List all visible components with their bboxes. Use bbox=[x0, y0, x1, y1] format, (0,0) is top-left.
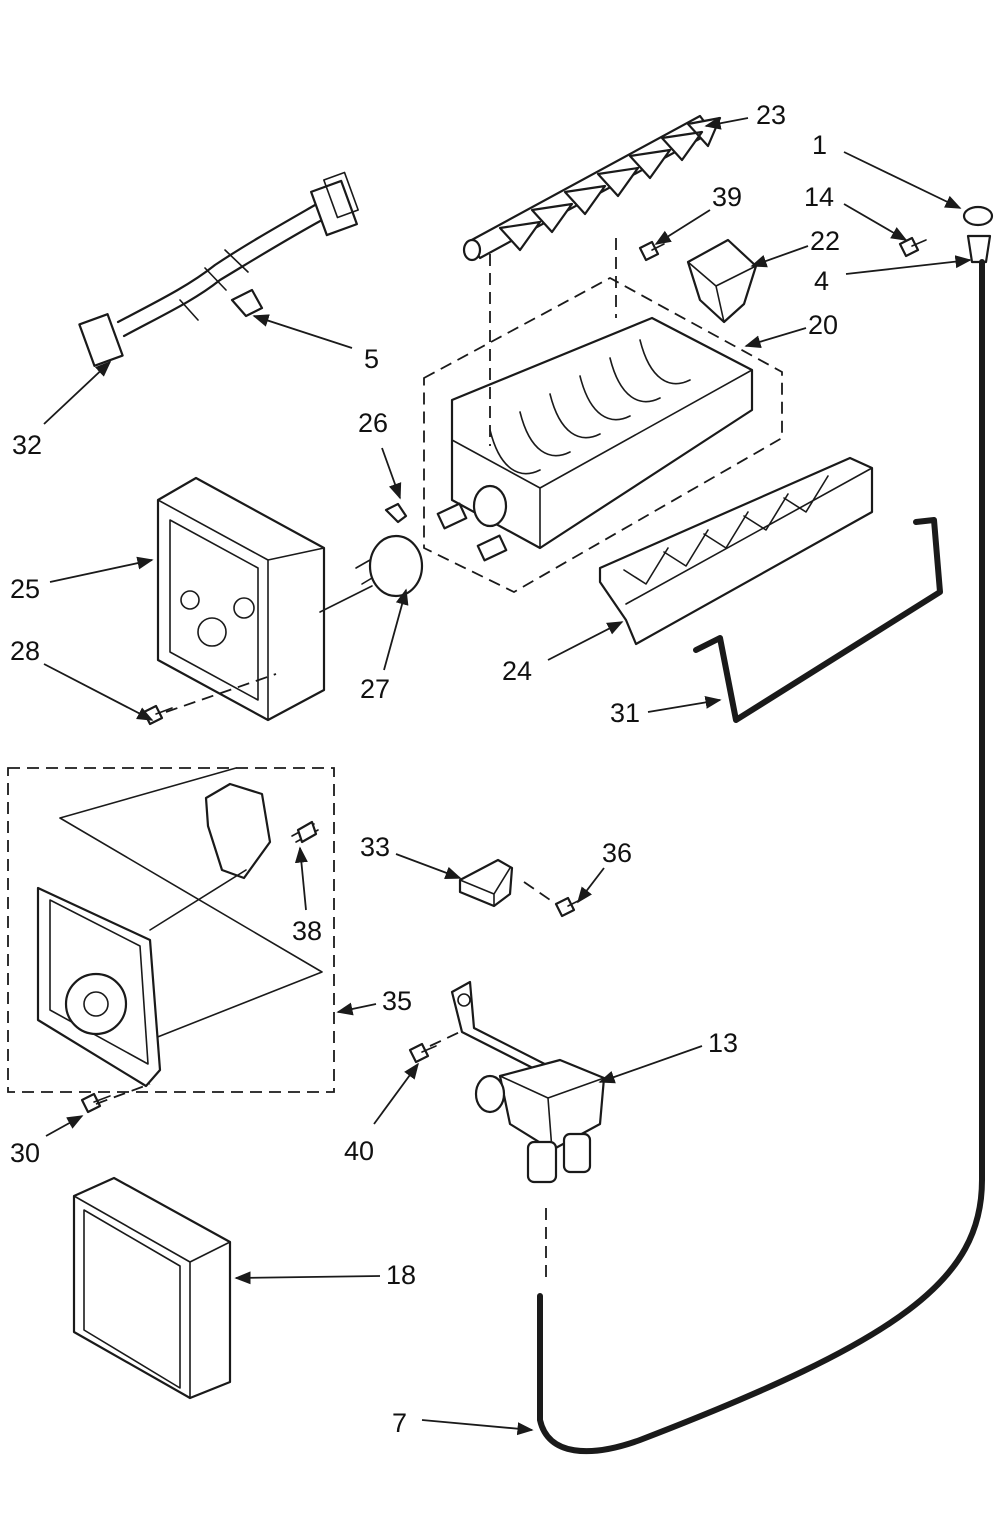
water-valve-part bbox=[450, 980, 606, 1184]
shutoff-arm-part bbox=[693, 517, 943, 723]
callout-32: 32 bbox=[12, 430, 42, 460]
callout-39: 39 bbox=[712, 182, 742, 212]
callout-22: 22 bbox=[810, 226, 840, 256]
callout-27: 27 bbox=[360, 674, 390, 704]
screw-30-part bbox=[80, 1092, 111, 1114]
leader-39 bbox=[654, 209, 711, 245]
callout-18: 18 bbox=[386, 1260, 416, 1290]
motor-assembly-part bbox=[7, 767, 335, 1093]
leader-5 bbox=[252, 314, 353, 349]
leader-lines bbox=[43, 116, 972, 1436]
leader-4 bbox=[845, 255, 972, 275]
leader-40 bbox=[373, 1062, 419, 1125]
leader-35 bbox=[336, 1002, 377, 1016]
callout-13: 13 bbox=[708, 1028, 738, 1058]
leader-7 bbox=[421, 1419, 534, 1436]
leader-23 bbox=[704, 116, 749, 130]
harness-clip-part bbox=[230, 288, 264, 318]
callout-23: 23 bbox=[756, 100, 786, 130]
wire-harness-part bbox=[78, 171, 359, 367]
leader-31 bbox=[647, 696, 722, 713]
screw-36-part bbox=[554, 896, 581, 918]
callout-25: 25 bbox=[10, 574, 40, 604]
fill-cup-part bbox=[686, 238, 758, 324]
leader-13 bbox=[598, 1045, 703, 1084]
fitting-part bbox=[966, 234, 992, 264]
leader-26 bbox=[381, 447, 402, 500]
callout-1: 1 bbox=[812, 130, 827, 160]
callout-38: 38 bbox=[292, 916, 322, 946]
callout-30: 30 bbox=[10, 1138, 40, 1168]
callout-40: 40 bbox=[344, 1136, 374, 1166]
callout-31: 31 bbox=[610, 698, 640, 728]
screw-38-part bbox=[296, 820, 318, 844]
screw-39-part bbox=[638, 240, 665, 262]
callout-28: 28 bbox=[10, 636, 40, 666]
assembly-guide-lines bbox=[95, 238, 617, 1284]
stripper-part bbox=[598, 456, 874, 646]
leader-22 bbox=[750, 245, 809, 268]
screw-28-part bbox=[142, 704, 173, 726]
leader-33 bbox=[395, 853, 462, 879]
leader-14 bbox=[843, 203, 908, 241]
thermostat-clip-part bbox=[384, 502, 408, 524]
leader-25 bbox=[49, 556, 154, 583]
leader-1 bbox=[843, 151, 962, 209]
clamp-part bbox=[962, 205, 994, 227]
callout-14: 14 bbox=[804, 182, 834, 212]
screw-14-part bbox=[898, 236, 927, 258]
callout-5: 5 bbox=[364, 344, 379, 374]
callout-24: 24 bbox=[502, 656, 532, 686]
bracket-part bbox=[458, 858, 514, 908]
leader-27 bbox=[383, 588, 409, 671]
ice-mold-part bbox=[423, 276, 783, 594]
module-housing-part bbox=[156, 476, 326, 722]
callout-4: 4 bbox=[814, 266, 829, 296]
leader-18 bbox=[234, 1271, 381, 1285]
water-tube-part bbox=[537, 259, 985, 1455]
callout-36: 36 bbox=[602, 838, 632, 868]
leader-28 bbox=[43, 663, 154, 721]
leader-30 bbox=[45, 1115, 84, 1137]
callout-33: 33 bbox=[360, 832, 390, 862]
thermostat-part bbox=[355, 534, 424, 598]
foam-block-part bbox=[72, 1176, 232, 1400]
callout-35: 35 bbox=[382, 986, 412, 1016]
callout-7: 7 bbox=[392, 1408, 407, 1438]
callout-labels: 1 14 4 23 39 22 20 5 32 26 25 28 27 24 3… bbox=[10, 100, 840, 1438]
screw-40-part bbox=[408, 1042, 437, 1064]
leader-38 bbox=[294, 846, 308, 911]
leader-20 bbox=[744, 327, 807, 349]
leader-36 bbox=[577, 867, 605, 904]
ejector-part bbox=[462, 114, 722, 262]
callout-20: 20 bbox=[808, 310, 838, 340]
leader-32 bbox=[43, 360, 112, 425]
callout-26: 26 bbox=[358, 408, 388, 438]
leader-24 bbox=[547, 621, 624, 661]
